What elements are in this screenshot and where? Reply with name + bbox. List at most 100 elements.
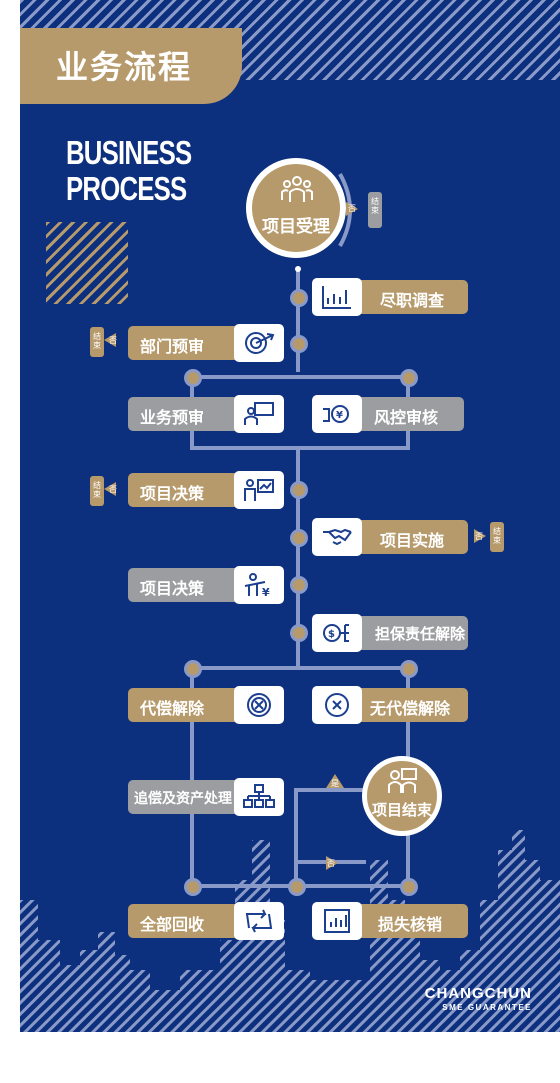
node-project-end: 项目结束 — [362, 756, 442, 836]
end-tag-bottom: 束 — [93, 490, 101, 499]
node-release: $ 担保责任解除 — [312, 614, 468, 652]
end-tag: 结 束 — [490, 522, 504, 552]
connector — [296, 270, 300, 372]
icon-box — [312, 686, 362, 724]
icon-box: ¥ — [234, 566, 284, 604]
team-icon — [388, 768, 417, 793]
junction-dot — [290, 335, 308, 353]
node-label: 无代偿解除 — [370, 699, 451, 718]
node-full-recovery: 全部回收 — [128, 902, 284, 940]
title-tab: 业务流程 — [20, 28, 242, 104]
page-title: 业务流程 — [56, 48, 193, 86]
deco-hatch-square — [46, 222, 128, 304]
end-tag-top: 结 — [371, 197, 379, 206]
no-flag-label: 否 — [327, 859, 335, 868]
junction-dot — [290, 624, 308, 642]
connector — [190, 666, 410, 670]
node-start-label: 项目受理 — [262, 217, 330, 237]
node-label: 损失核销 — [378, 915, 443, 934]
icon-box — [234, 778, 284, 816]
node-biz-review: 业务预审 — [128, 395, 284, 433]
brand-line2: SME GUARANTEE — [442, 1003, 532, 1012]
node-recovery: 追偿及资产处理 — [128, 778, 284, 816]
junction-dot — [290, 289, 308, 307]
junction-dot — [400, 660, 418, 678]
yes-flag — [326, 774, 344, 788]
node-start: 项目受理 — [246, 158, 346, 258]
svg-text:¥: ¥ — [262, 586, 270, 598]
icon-box — [234, 395, 284, 433]
yes-flag-label: 是 — [331, 779, 339, 788]
node-label: 项目决策 — [140, 579, 205, 598]
node-due-diligence: 尽职调查 — [312, 278, 468, 316]
junction-dot — [184, 369, 202, 387]
node-label: 代偿解除 — [140, 699, 205, 718]
no-flag — [326, 856, 338, 870]
node-writeoff: 损失核销 — [312, 902, 468, 940]
icon-box — [312, 902, 362, 940]
teacher-icon — [244, 479, 274, 501]
target-icon — [245, 332, 275, 354]
icon-box — [234, 471, 284, 509]
no-flag — [104, 482, 116, 496]
bar-chart-icon — [324, 909, 350, 933]
no-flag-label: 否 — [109, 336, 117, 345]
subtitle-process: PROCESS — [66, 170, 187, 207]
node-project-end-label: 项目结束 — [371, 801, 432, 819]
node-label: 尽职调查 — [380, 291, 445, 310]
end-tag-top: 结 — [493, 527, 501, 536]
junction-dot — [290, 576, 308, 594]
icon-box — [312, 518, 362, 556]
yuan-cashier-icon: ¥ — [244, 573, 270, 598]
org-chart-icon — [243, 784, 275, 808]
no-flag-label: 否 — [109, 485, 117, 494]
junction-dot — [400, 878, 418, 896]
node-label: 项目决策 — [140, 484, 205, 503]
svg-text:$: $ — [328, 629, 335, 640]
end-tag-top: 结 — [93, 481, 101, 490]
connector — [190, 446, 410, 450]
icon-box — [234, 686, 284, 724]
coin-network-icon: $ — [323, 624, 349, 642]
svg-text:¥: ¥ — [336, 410, 343, 421]
junction-dot — [400, 369, 418, 387]
end-tag-bottom: 束 — [93, 341, 101, 350]
node-label: 项目实施 — [380, 531, 445, 550]
no-flag-label: 否 — [475, 532, 483, 541]
chart-icon — [322, 286, 351, 309]
no-flag — [346, 202, 358, 216]
no-flag — [104, 333, 116, 347]
node-decision-2: 项目决策 ¥ — [128, 566, 284, 604]
node-label: 担保责任解除 — [375, 625, 466, 643]
junction-dot — [184, 878, 202, 896]
junction-dot — [184, 660, 202, 678]
end-tag-bottom: 束 — [371, 206, 379, 215]
connector — [190, 375, 410, 379]
node-dept-review: 部门预审 — [128, 324, 284, 362]
connector — [190, 666, 194, 886]
end-tag-bottom: 束 — [493, 536, 501, 545]
connector — [296, 446, 300, 668]
node-label: 全部回收 — [140, 915, 205, 934]
junction-dot — [290, 481, 308, 499]
brand-line1: CHANGCHUN — [424, 985, 532, 1002]
recycle-icon — [245, 909, 273, 933]
junction-dot — [290, 529, 308, 547]
end-tag: 结 束 — [90, 327, 104, 357]
node-no-comp-release: 无代偿解除 — [312, 686, 468, 724]
icon-box: $ — [312, 614, 362, 652]
connector — [294, 788, 298, 886]
brand-logo: CHANGCHUN SME GUARANTEE — [425, 985, 532, 1012]
flow-start-dot — [295, 266, 301, 272]
end-tag: 结 束 — [90, 476, 104, 506]
node-decision-1: 项目决策 — [128, 471, 284, 509]
x-circle-icon — [247, 693, 271, 717]
handshake-icon — [323, 528, 352, 546]
no-flag-label: 否 — [348, 204, 356, 213]
icon-box — [234, 324, 284, 362]
connector — [294, 788, 374, 792]
node-label: 业务预审 — [140, 408, 205, 427]
node-label: 追偿及资产处理 — [134, 791, 232, 807]
node-risk-review: ¥ 风控审核 — [312, 395, 464, 433]
x-circle-icon — [325, 693, 349, 717]
